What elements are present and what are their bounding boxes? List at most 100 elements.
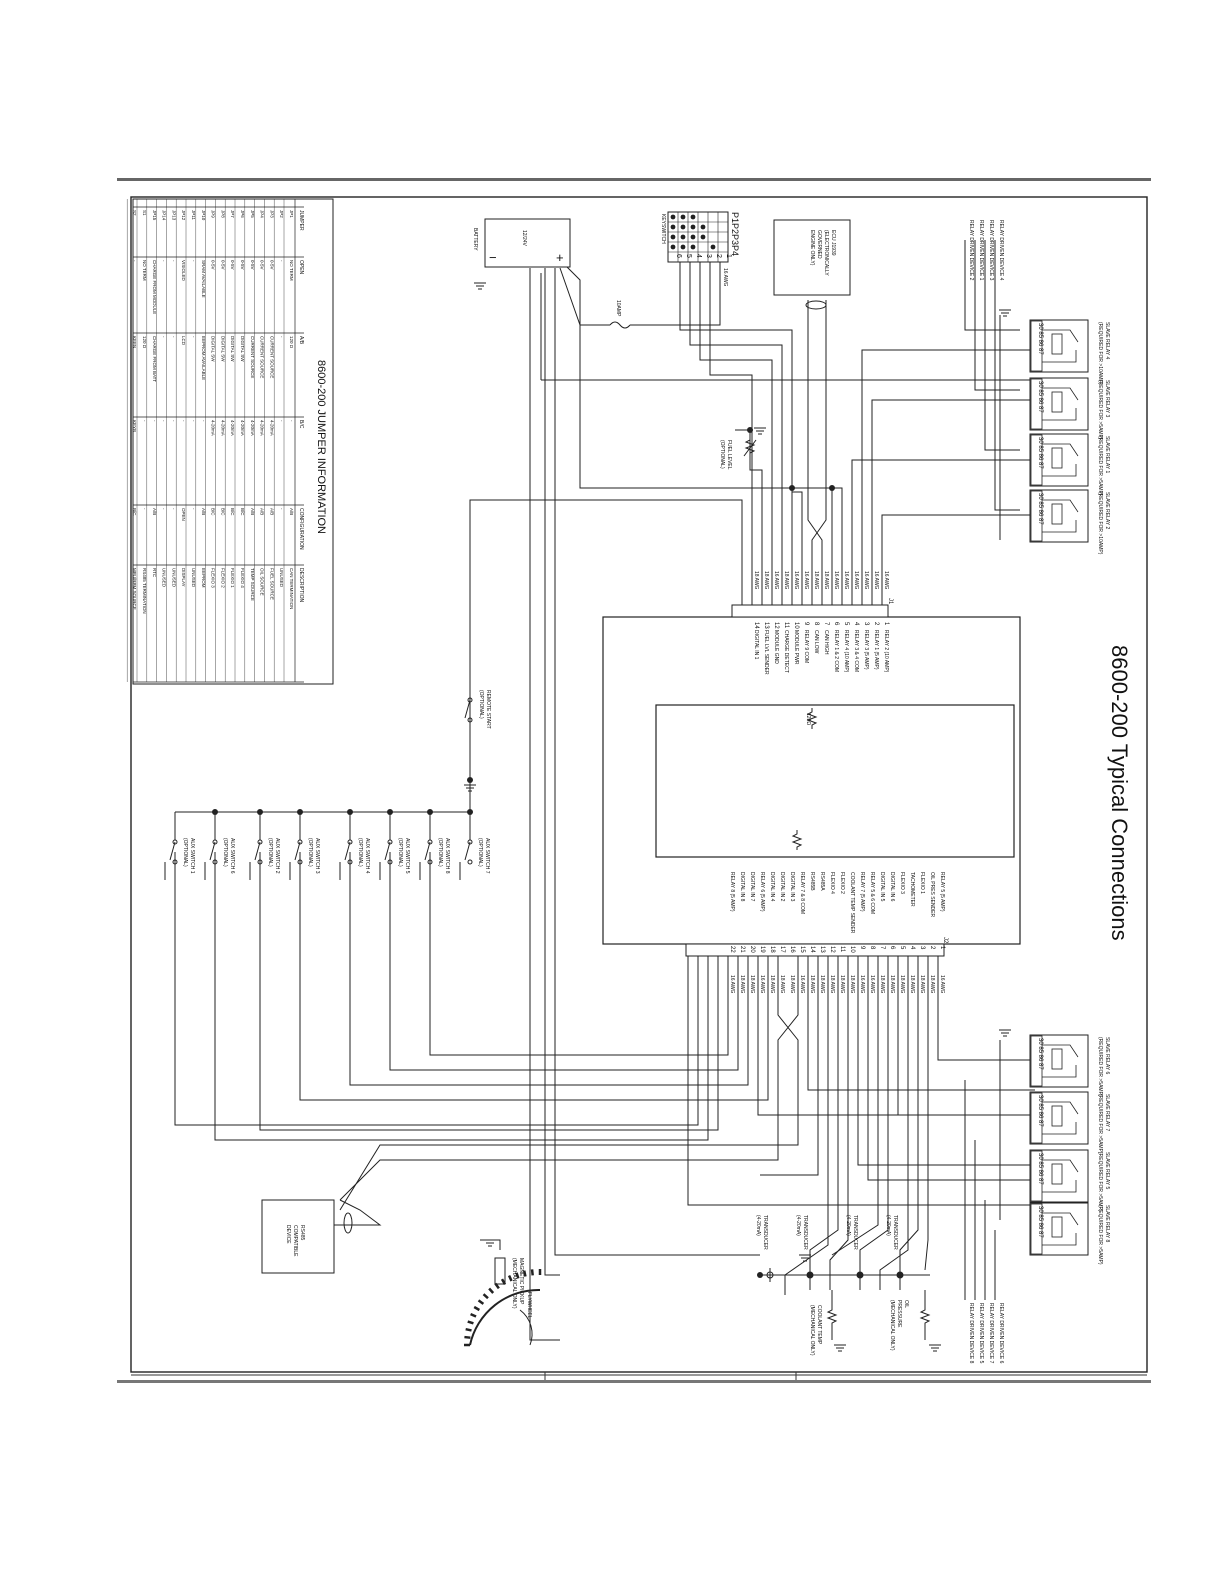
jumper-table-cell: KEEN <box>132 336 137 348</box>
j1-wire-gauge: 18 AWG <box>783 571 789 590</box>
rs485-device: RS485 COMPATIBLE DEVICE <box>261 1199 353 1274</box>
ecu-label-line: ENGINE ONLY) <box>809 230 815 266</box>
slave-relay-terminals: 30 85 86 87 <box>1037 1206 1043 1238</box>
jumper-table-cell: RS485 TERMINATION <box>142 568 147 614</box>
flywheel-tooth <box>482 1293 489 1300</box>
j1-pin-number: 9 <box>803 622 809 626</box>
flywheel-tooth <box>465 1327 472 1332</box>
battery-label: BATTERY <box>472 228 478 251</box>
jumper-table-cell: - <box>279 336 284 338</box>
relay-driven-device-label: RELAY DRIVEN DEVICE 1 <box>978 220 984 281</box>
aux-switch-blade <box>209 841 216 861</box>
jumper-table-cell: FUEL SOURCE <box>269 568 274 600</box>
j1-wire-gauge: 16 AWG <box>873 571 879 590</box>
aux-switch-label: AUX SWITCH 6 <box>229 838 235 874</box>
transducer-note: (4-20mA) <box>885 1215 891 1236</box>
slave-relay-name: SLAVE RELAY 5 <box>1104 1152 1110 1189</box>
j2-pin-label: DIGITAL IN 4 <box>769 872 775 902</box>
j2-pin-number: 2 <box>929 946 935 950</box>
keyswitch-contact-dot <box>670 214 676 220</box>
jumper-table-cell: - <box>279 508 284 510</box>
j1-pin-number: 14 <box>753 622 759 629</box>
jumper-table-cell: UNUSED <box>162 568 167 588</box>
slave-relay-contact <box>1042 1233 1077 1246</box>
j1-wire-gauge: 16 AWG <box>883 571 889 590</box>
aux-switch-label: AUX SWITCH 5 <box>404 838 410 874</box>
j2-pin-number: 20 <box>749 946 755 953</box>
aux-switch-contact <box>212 839 218 845</box>
j2-wire-gauge: 16 AWG <box>939 975 945 994</box>
j2-pin-label: DIGITAL IN 5 <box>879 872 885 902</box>
jumper-table-cell: JP2 <box>279 210 284 218</box>
resistor-value: 120Ω <box>805 713 811 725</box>
slave-relay-contact <box>1042 350 1077 363</box>
jumper-table-cell: A/B <box>260 508 265 515</box>
aux-switch-optional: (OPTIONAL) <box>397 838 403 867</box>
j2-pin-number: 4 <box>909 946 915 950</box>
slave-relay-coil <box>1051 333 1063 355</box>
j2-pin-number: 14 <box>809 946 815 953</box>
j2-pin-number: 5 <box>899 946 905 950</box>
j2-pin-number: 17 <box>779 946 785 953</box>
jumper-table-cell: FLEXIO 1 <box>230 568 235 588</box>
slave-relay-coil <box>1051 447 1063 469</box>
aux-switch-contact <box>172 839 178 845</box>
jumper-table-cell: A/B <box>250 508 255 515</box>
flywheel: FLYWHEEL <box>464 1269 542 1347</box>
keyswitch-contact-dot <box>700 234 706 240</box>
jumper-table-cell: CURRENT SOURCE <box>250 336 255 378</box>
j2-wire-gauge: 18 AWG <box>819 975 825 994</box>
jumper-table-cell: - <box>162 508 167 510</box>
keyswitch-contact-dot <box>680 244 686 250</box>
slave-relay-note: (REQUIRED FOR >5AMP) <box>1097 1094 1103 1154</box>
transducer-label: TRANSDUCER <box>762 1215 768 1250</box>
jumper-table-cell: 0-5V <box>230 260 235 270</box>
jumper-table-cell: LCD <box>181 336 186 346</box>
aux-switch-contact <box>387 859 393 865</box>
slave-relay-contact <box>1042 1159 1079 1173</box>
jumper-table-cell: UNUSED <box>279 568 284 588</box>
fuel-level-optional: (OPTIONAL) <box>719 440 725 469</box>
battery-body <box>484 218 571 268</box>
jumper-table-cell: B/C <box>220 508 225 516</box>
aux-switch-contact <box>297 839 303 845</box>
j1-pin-label: CHARGE DETECT <box>783 630 789 673</box>
slave-relay-name: SLAVE RELAY 3 <box>1104 380 1110 417</box>
slave-relay-coil <box>1051 1163 1063 1185</box>
jumper-table-cell: - <box>142 508 147 510</box>
aux-switch-label: AUX SWITCH 1 <box>189 838 195 874</box>
keyswitch-contact-dot <box>670 244 676 250</box>
j1-pin-number: 5 <box>843 622 849 626</box>
j1-pin-number: 6 <box>833 622 839 626</box>
aux-switch-blade <box>294 841 301 861</box>
keyswitch-contact-dot <box>670 224 676 230</box>
j2-pin-number: 22 <box>729 946 735 953</box>
coolant-temp-label-1: COOLANT TEMP <box>816 1305 822 1345</box>
j2-wire-gauge: 18 AWG <box>849 975 855 994</box>
remote-start-optional: (OPTIONAL) <box>478 690 484 719</box>
keyswitch-pin-number: 6 <box>675 254 682 258</box>
slave-relay-contact <box>1042 499 1079 513</box>
j1-pin-label: MODULE PWR <box>793 630 799 665</box>
jumper-table-cell: RTC <box>152 568 157 578</box>
j1-wire-gauge: 16 AWG <box>833 571 839 590</box>
aux-switch-contact <box>347 839 353 845</box>
j2-pin-number: 8 <box>869 946 875 950</box>
j2-wire-gauge: 16 AWG <box>859 975 865 994</box>
slave-relay-coil <box>1051 391 1063 413</box>
j2-pin-label: FLEXIO 1 <box>919 872 925 894</box>
aux-switch-optional: (OPTIONAL) <box>222 838 228 867</box>
keyswitch-pin-number: 1 <box>725 254 732 258</box>
coolant-temp-label-2: (MECHANICAL ONLY) <box>809 1305 815 1356</box>
jumper-table-cell: A/B <box>269 508 274 515</box>
j2-pin-number: 19 <box>759 946 765 953</box>
flywheel-tooth <box>500 1278 507 1286</box>
j2-pin-number: 16 <box>789 946 795 953</box>
aux-switch-contact <box>297 859 303 865</box>
flywheel-tooth <box>530 1269 534 1276</box>
